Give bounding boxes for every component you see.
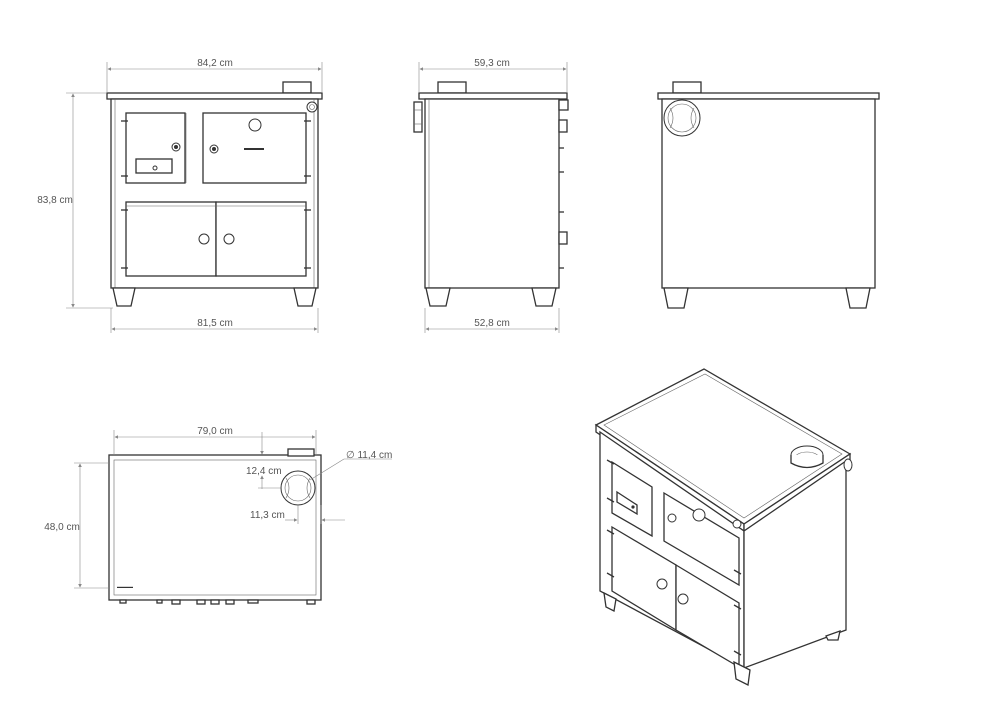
flue-offset-top-label: 12,4 cm bbox=[246, 466, 282, 477]
top-width-label: 79,0 cm bbox=[197, 426, 233, 437]
isometric-view bbox=[594, 368, 853, 686]
front-top-width-label: 84,2 cm bbox=[197, 58, 233, 69]
brand-mark: ▬▬▬▬ bbox=[117, 584, 133, 589]
front-view: 84,2 cm 83,8 cm 81,5 cm bbox=[37, 58, 323, 333]
side-top-depth-label: 59,3 cm bbox=[474, 58, 510, 69]
side-view: 59,3 cm 52,8 cm bbox=[413, 58, 569, 333]
side-bottom-depth-label: 52,8 cm bbox=[474, 318, 510, 329]
top-depth-label: 48,0 cm bbox=[44, 522, 80, 533]
flue-offset-side-label: 11,3 cm bbox=[250, 510, 285, 521]
flue-diameter-label: ∅ 11,4 cm bbox=[346, 450, 392, 461]
top-view: ▬▬▬▬ 79,0 cm 48,0 cm 12,4 cm 11,3 cm bbox=[44, 426, 392, 605]
front-bottom-width-label: 81,5 cm bbox=[197, 318, 233, 329]
front-height-label: 83,8 cm bbox=[37, 195, 73, 206]
back-view bbox=[657, 81, 880, 309]
